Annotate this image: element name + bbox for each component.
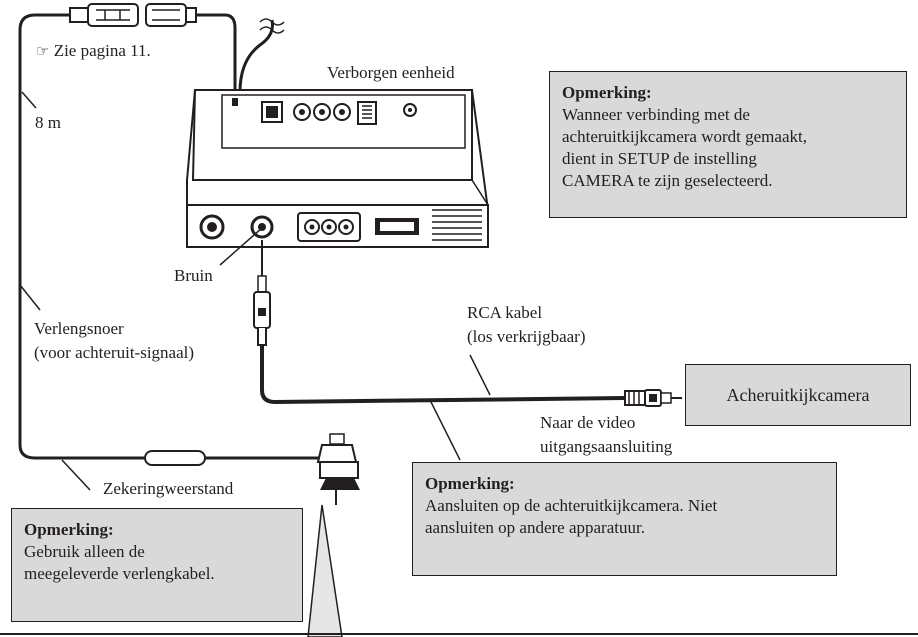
note-middle: Opmerking: Aansluiten op de achteruitkij… xyxy=(412,462,837,576)
note-bottom-left: Opmerking: Gebruik alleen de meegeleverd… xyxy=(11,508,303,622)
extension-label-line2: (voor achteruit-signaal) xyxy=(34,343,195,362)
rca-label-line1: RCA kabel xyxy=(467,303,543,322)
signal-connector xyxy=(315,433,360,505)
note-body: Aansluiten op de achteruitkijkcamera. Ni… xyxy=(425,496,718,537)
fuse-label: Zekeringweerstand xyxy=(103,479,234,498)
rca-label-line2: (los verkrijgbaar) xyxy=(467,327,586,346)
note-title: Opmerking: xyxy=(562,83,652,102)
note-body: Gebruik alleen de meegeleverde verlengka… xyxy=(24,542,215,583)
fuse-resistor xyxy=(144,450,206,466)
camera-label: Acheruitkijkcamera xyxy=(726,384,870,405)
note-title: Opmerking: xyxy=(24,520,114,539)
power-lead xyxy=(238,19,274,93)
hidden-unit-label: Verborgen eenheid xyxy=(327,63,455,82)
video-label-line2: uitgangsaansluiting xyxy=(540,437,673,456)
leader-fuse xyxy=(61,459,91,491)
extension-cable xyxy=(18,13,315,460)
cable-to-top-connectors xyxy=(195,13,237,92)
note-title: Opmerking: xyxy=(425,474,515,493)
rca-plug-at-camera xyxy=(624,389,682,407)
leader-extension xyxy=(19,284,41,311)
hidden-unit xyxy=(186,89,489,248)
note-top-right: Opmerking: Wanneer verbinding met de ach… xyxy=(549,71,907,218)
page-reference-text: Zie pagina 11. xyxy=(53,41,151,60)
camera-box: Acheruitkijkcamera xyxy=(685,364,911,426)
pointing-hand-icon: ☞ xyxy=(36,42,50,60)
rca-cable xyxy=(260,345,626,405)
video-label-line1: Naar de video xyxy=(540,413,636,432)
note-body: Wanneer verbinding met de achteruitkijkc… xyxy=(562,105,807,190)
leader-length xyxy=(21,91,37,109)
page-reference: ☞ Zie pagina 11. xyxy=(36,40,151,62)
extension-connector-pair xyxy=(69,3,197,27)
extension-label-line1: Verlengsnoer xyxy=(34,319,124,338)
leader-brown xyxy=(219,227,263,266)
leader-rca xyxy=(469,354,491,396)
zoom-callout-wedge xyxy=(307,504,343,637)
brown-label: Bruin xyxy=(174,266,213,285)
rca-plug-at-unit xyxy=(253,240,271,346)
leader-note-middle xyxy=(429,399,461,461)
ac-symbol xyxy=(259,18,285,34)
length-label: 8 m xyxy=(35,113,61,132)
